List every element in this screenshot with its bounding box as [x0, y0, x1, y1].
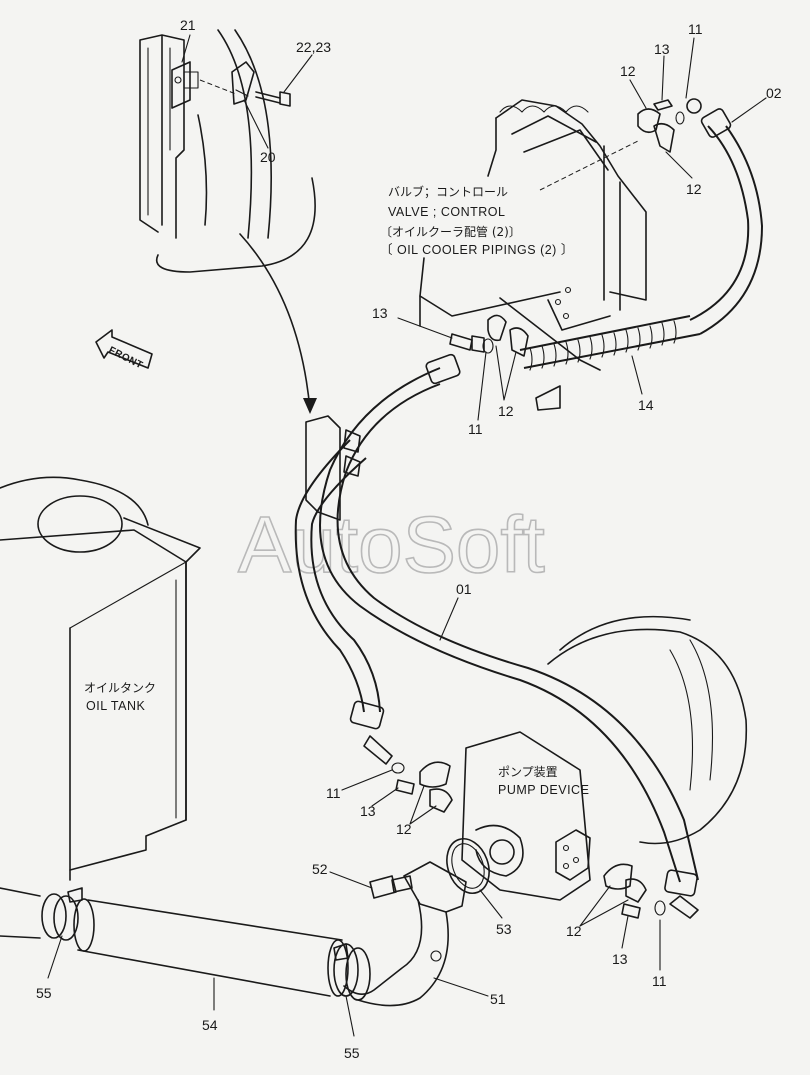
part-number-12: 12: [498, 403, 514, 419]
suction-pipe: [0, 838, 490, 1007]
part-number-01: 01: [456, 581, 472, 597]
part-number-12: 12: [620, 63, 636, 79]
part-number-55: 55: [36, 985, 52, 1001]
pump-label-jp: ポンプ装置: [498, 765, 558, 779]
oil-tank-label-en: OIL TANK: [86, 699, 146, 713]
part-number-22-23: 22,23: [296, 39, 331, 55]
detail-inset: [139, 29, 317, 414]
part-number-51: 51: [490, 991, 506, 1007]
part-number-13: 13: [372, 305, 388, 321]
part-number-11: 11: [326, 785, 341, 801]
part-number-12: 12: [566, 923, 582, 939]
part-number-12: 12: [686, 181, 702, 197]
part-number-12: 12: [396, 821, 412, 837]
part-number-52: 52: [312, 861, 328, 877]
part-number-20: 20: [260, 149, 276, 165]
part-number-21: 21: [180, 17, 196, 33]
part-numbers: 21 22,23 20 12 13 11 02 12 13 11 12 14 0…: [36, 17, 782, 1061]
oil-cooler-label-en: 〔 OIL COOLER PIPINGS (2) 〕: [380, 243, 574, 257]
oil-tank: [0, 476, 201, 881]
part-number-13: 13: [654, 41, 670, 57]
hoses: [294, 108, 764, 919]
part-number-53: 53: [496, 921, 512, 937]
leader-lines: [47, 34, 767, 1037]
part-number-02: 02: [766, 85, 782, 101]
watermark: AutoSoft: [238, 500, 545, 589]
part-number-54: 54: [202, 1017, 218, 1033]
part-number-11: 11: [468, 421, 483, 437]
oil-cooler-label-jp: 〔オイルクーラ配管 (2)〕: [380, 224, 521, 239]
pump-device: [461, 615, 748, 901]
part-number-11: 11: [652, 973, 667, 989]
part-number-14: 14: [638, 397, 654, 413]
part-number-55: 55: [344, 1045, 360, 1061]
part-number-13: 13: [360, 803, 376, 819]
valve-label-en: VALVE ; CONTROL: [388, 205, 505, 219]
pump-label-en: PUMP DEVICE: [498, 783, 589, 797]
part-number-11: 11: [688, 21, 703, 37]
control-valve: [419, 99, 647, 411]
front-arrow: FRONT: [95, 329, 153, 371]
valve-label-jp: バルブ；コントロール: [388, 184, 508, 199]
small-parts: [391, 98, 702, 919]
assembly-labels: バルブ；コントロール VALVE ; CONTROL 〔オイルクーラ配管 (2)…: [84, 184, 589, 797]
part-number-13: 13: [612, 951, 628, 967]
oil-tank-label-jp: オイルタンク: [84, 681, 156, 695]
